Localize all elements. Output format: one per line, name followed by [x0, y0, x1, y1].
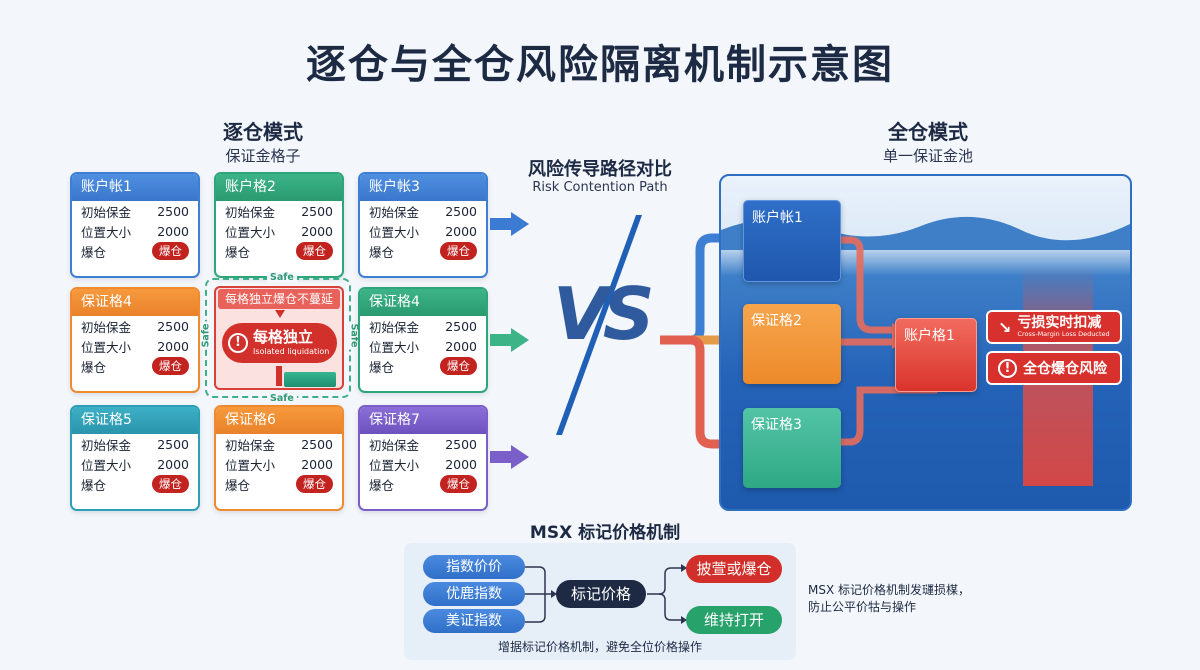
cross-cell-2: 保证格2	[743, 304, 841, 384]
arrow-shaft	[490, 218, 512, 230]
cross-section-title: 全仓模式	[888, 120, 968, 144]
keep-open-outcome: 维持打开	[686, 606, 782, 634]
loss-deducted-pill: ↘ 亏损实时扣减 Cross-Margin Loss Deducted	[986, 310, 1122, 344]
cell-header: 保证格5	[72, 407, 198, 434]
cross-liquidation-risk-pill: ! 全仓爆仓风险	[986, 351, 1122, 385]
msx-input-3: 美证指数	[423, 609, 525, 633]
arrow-shaft	[490, 451, 512, 463]
liquidation-badge: 爆仓	[440, 357, 477, 375]
cell-header: 账户格2	[216, 174, 342, 201]
cross-target-cell: 账户格1	[895, 318, 977, 392]
middle-title: 风险传导路径对比	[528, 159, 672, 180]
cell-header: 保证格4	[72, 289, 198, 316]
cross-cell-1: 账户帐1	[743, 200, 841, 282]
cross-cell-3: 保证格3	[743, 408, 841, 488]
liquidation-badge: 爆仓	[152, 357, 189, 375]
liquidation-badge: 爆仓	[152, 475, 189, 493]
loss-bar	[276, 366, 282, 386]
safe-label-bottom: Safe	[267, 393, 297, 404]
trending-down-icon: ↘	[998, 317, 1012, 337]
arrow-shaft	[490, 334, 512, 346]
isolated-section-title: 逐仓模式	[223, 120, 303, 144]
right-arrow-icon	[511, 212, 529, 236]
warning-icon: !	[228, 333, 248, 353]
safe-label-left: Safe	[200, 321, 212, 350]
liquidation-badge: 爆仓	[440, 242, 477, 260]
msx-footer: 增据标记价格机制，避免全位价格操作	[497, 640, 702, 654]
safe-label-top: Safe	[267, 272, 297, 283]
vs-mark: VS	[553, 272, 655, 356]
mark-price-node: 标记价格	[556, 580, 646, 608]
isolated-box-header: 每格独立爆仓不蔓延	[218, 289, 340, 309]
msx-input-2: 优鹿指数	[423, 582, 525, 606]
page-title: 逐仓与全仓风险隔离机制示意图	[306, 42, 894, 88]
liquidation-badge: 爆仓	[296, 475, 333, 493]
isolated-section-subtitle: 保证金格子	[225, 147, 301, 165]
cell-header: 账户帐3	[360, 174, 486, 201]
msx-note: MSX 标记价格机制发璭损楳， 防止公平价牯与操作	[808, 583, 971, 614]
cell-header: 保证格6	[216, 407, 342, 434]
safe-bar	[284, 372, 336, 387]
liquidation-badge: 爆仓	[296, 242, 333, 260]
cell-header: 账户帐1	[72, 174, 198, 201]
vs-divider-slash	[556, 215, 642, 435]
liquidation-badge: 爆仓	[152, 242, 189, 260]
msx-title: MSX 标记价格机制	[529, 523, 681, 543]
isolated-liquidation-pill: ! 每格独立 Isolated liquidation	[222, 323, 337, 363]
liquidation-outcome: 披萱或爆仓	[686, 555, 782, 583]
right-arrow-icon	[511, 328, 529, 352]
cell-header: 保证格4	[360, 289, 486, 316]
msx-input-1: 指数价价	[423, 555, 525, 579]
right-arrow-icon	[511, 445, 529, 469]
msx-connectors	[525, 564, 687, 624]
middle-subtitle: Risk Contention Path	[532, 180, 668, 195]
warning-icon: !	[998, 358, 1017, 378]
cell-header: 保证格7	[360, 407, 486, 434]
liquidation-badge: 爆仓	[440, 475, 477, 493]
cross-section-subtitle: 单一保证金池	[882, 147, 973, 165]
down-arrow-icon	[275, 310, 285, 318]
